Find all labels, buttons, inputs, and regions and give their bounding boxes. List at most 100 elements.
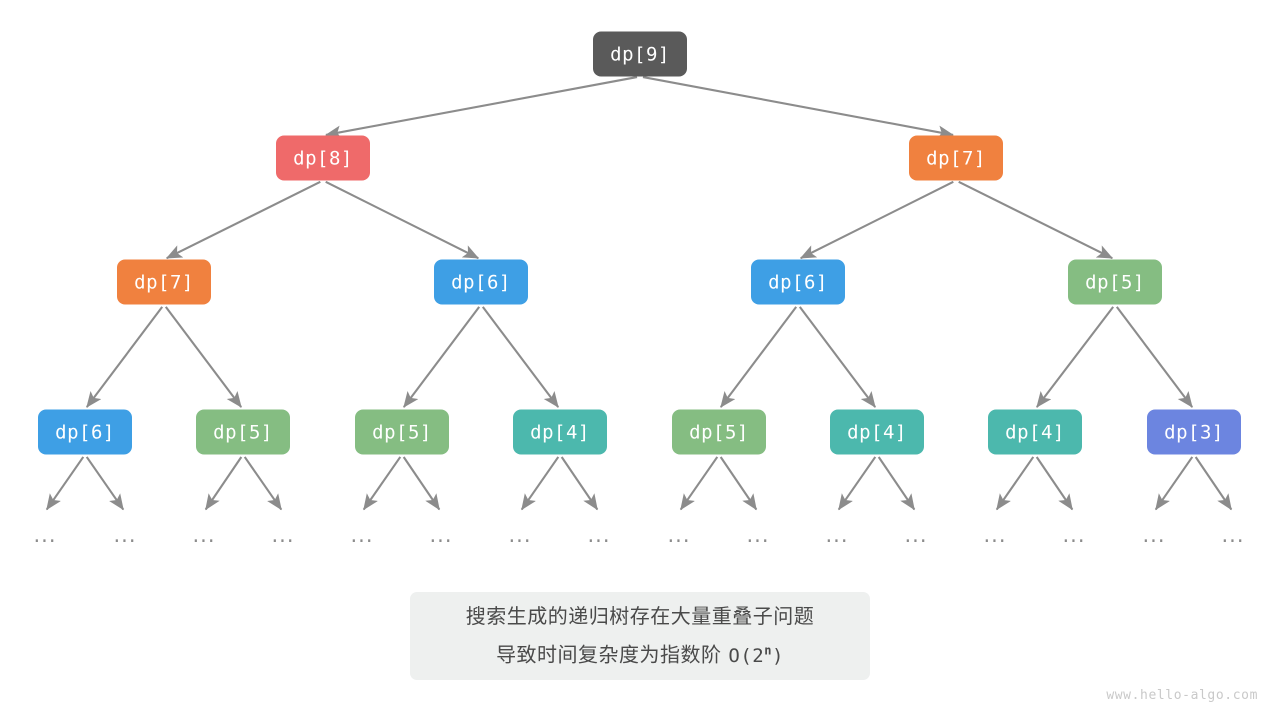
caption-line-2: 导致时间复杂度为指数阶 O(2n) — [496, 633, 784, 672]
tree-node: dp[9] — [593, 31, 687, 77]
tree-node-label: dp[6] — [55, 422, 115, 444]
tree-node-box — [355, 409, 449, 455]
tree-edge-leaf — [362, 456, 402, 511]
tree-edge — [719, 306, 798, 408]
watermark: www.hello-algo.com — [1106, 688, 1258, 703]
tree-node-label: dp[5] — [689, 422, 749, 444]
tree-edge — [642, 76, 954, 139]
tree-node: dp[4] — [988, 409, 1082, 455]
caption-line-1: 搜索生成的递归树存在大量重叠子问题 — [465, 604, 815, 629]
tree-edge — [165, 180, 321, 260]
tree-node: dp[5] — [355, 409, 449, 455]
tree-node: dp[7] — [909, 135, 1003, 181]
tree-edge-leaf — [719, 456, 758, 511]
tree-edge-leaf — [45, 456, 85, 511]
tree-edge-leaf — [1194, 456, 1233, 511]
tree-node: dp[5] — [672, 409, 766, 455]
tree-edge — [799, 180, 954, 260]
tree-node-box — [276, 135, 370, 181]
leaf-ellipsis: ... — [904, 523, 927, 547]
tree-edge-leaf — [877, 456, 916, 511]
tree-node-label: dp[3] — [1164, 422, 1224, 444]
leaf-ellipsis: ... — [1142, 523, 1165, 547]
leaf-arrow-layer — [45, 456, 1233, 511]
leaf-ellipsis: ... — [192, 523, 215, 547]
tree-edge — [402, 306, 481, 408]
caption-box: 搜索生成的递归树存在大量重叠子问题 导致时间复杂度为指数阶 O(2n) — [410, 592, 870, 680]
tree-node: dp[6] — [38, 409, 132, 455]
tree-node-box — [751, 259, 845, 305]
tree-edge — [164, 306, 243, 408]
tree-node: dp[5] — [196, 409, 290, 455]
tree-edge — [958, 180, 1114, 260]
tree-node-label: dp[9] — [610, 44, 670, 66]
tree-node-box — [434, 259, 528, 305]
tree-node-box — [672, 409, 766, 455]
tree-edge-leaf — [995, 456, 1035, 511]
tree-edge-leaf — [402, 456, 441, 511]
tree-node-label: dp[5] — [213, 422, 273, 444]
tree-edge — [325, 76, 638, 139]
edge-layer — [85, 76, 1194, 408]
tree-edge-leaf — [85, 456, 125, 511]
tree-node-box — [988, 409, 1082, 455]
tree-node-box — [196, 409, 290, 455]
tree-node-box — [38, 409, 132, 455]
tree-node-label: dp[6] — [451, 272, 511, 294]
tree-node-box — [909, 135, 1003, 181]
tree-edge — [1115, 306, 1194, 408]
tree-edge — [798, 306, 877, 408]
tree-node: dp[3] — [1147, 409, 1241, 455]
tree-edge-leaf — [1154, 456, 1194, 511]
tree-node: dp[5] — [1068, 259, 1162, 305]
caption-line-2-text: 导致时间复杂度为指数阶 — [496, 642, 722, 667]
tree-node-box — [593, 31, 687, 77]
tree-node: dp[4] — [830, 409, 924, 455]
leaf-ellipsis: ... — [746, 523, 769, 547]
leaf-ellipsis: ... — [825, 523, 848, 547]
tree-edge — [481, 306, 560, 408]
tree-node: dp[7] — [117, 259, 211, 305]
tree-node: dp[6] — [434, 259, 528, 305]
leaf-ellipsis: ... — [1062, 523, 1085, 547]
leaf-ellipsis: ... — [1221, 523, 1244, 547]
tree-node-box — [1068, 259, 1162, 305]
tree-edge-leaf — [837, 456, 877, 511]
tree-node-box — [830, 409, 924, 455]
node-layer: dp[9] dp[8] dp[7] dp[7] dp[6] dp[6] dp[5] dp[6]… — [38, 31, 1241, 455]
tree-edge-leaf — [1035, 456, 1074, 511]
tree-edge-leaf — [204, 456, 243, 511]
tree-edge-leaf — [243, 456, 283, 511]
tree-node-label: dp[7] — [926, 148, 986, 170]
tree-node-box — [117, 259, 211, 305]
tree-edge-leaf — [679, 456, 719, 511]
complexity-formula: O(2n) — [728, 643, 784, 667]
leaf-ellipsis: ... — [429, 523, 452, 547]
tree-edge-leaf — [520, 456, 560, 511]
tree-node-label: dp[5] — [372, 422, 432, 444]
tree-node: dp[8] — [276, 135, 370, 181]
complexity-exponent: n — [764, 643, 772, 658]
leaf-ellipsis: ... — [113, 523, 136, 547]
leaf-ellipsis: ... — [667, 523, 690, 547]
tree-node-box — [513, 409, 607, 455]
tree-node-label: dp[5] — [1085, 272, 1145, 294]
leaf-ellipsis: ... — [350, 523, 373, 547]
tree-node-label: dp[8] — [293, 148, 353, 170]
tree-node-label: dp[7] — [134, 272, 194, 294]
tree-edge — [1035, 306, 1115, 408]
tree-node: dp[4] — [513, 409, 607, 455]
leaf-ellipsis: ... — [33, 523, 56, 547]
tree-edge-leaf — [560, 456, 599, 511]
tree-node-label: dp[6] — [768, 272, 828, 294]
leaf-ellipsis: ... — [508, 523, 531, 547]
tree-node-label: dp[4] — [847, 422, 907, 444]
leaf-ellipsis: ... — [271, 523, 294, 547]
complexity-close: ) — [771, 644, 784, 667]
complexity-base: O(2 — [728, 644, 765, 667]
leaf-ellipsis-layer: ........................................… — [33, 523, 1244, 547]
tree-node-label: dp[4] — [1005, 422, 1065, 444]
leaf-ellipsis: ... — [587, 523, 610, 547]
